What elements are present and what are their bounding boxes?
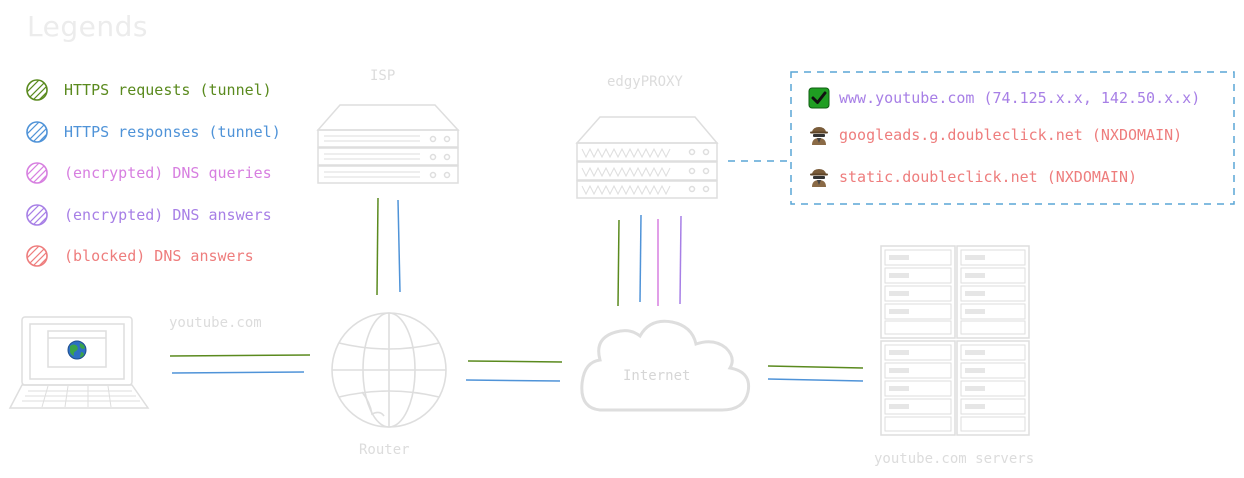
- router-internet-response-line: [465, 379, 561, 382]
- isp-server-icon: [316, 104, 460, 184]
- proxy-internet-request-line: [617, 219, 620, 307]
- dns-result-blocked: googleads.g.doubleclick.net (NXDOMAIN): [808, 123, 1182, 147]
- legend-label: HTTPS requests (tunnel): [64, 81, 272, 99]
- proxy-internet-dnsanswer-line: [679, 215, 682, 305]
- legend-item-https-requests: HTTPS requests (tunnel): [24, 77, 272, 103]
- laptop-site-label: youtube.com: [169, 315, 262, 331]
- dns-results-box: [790, 71, 1235, 205]
- legend-label: (blocked) DNS answers: [64, 247, 254, 265]
- internet-label: Internet: [623, 368, 691, 384]
- spy-icon: [810, 169, 828, 187]
- internet-servers-response-line: [767, 378, 864, 382]
- legend-label: (encrypted) DNS answers: [64, 206, 272, 224]
- servers-icon: [880, 245, 1030, 436]
- router-label: Router: [359, 442, 410, 458]
- laptop-router-response-line: [171, 371, 305, 374]
- legend-label: (encrypted) DNS queries: [64, 164, 272, 182]
- proxy-internet-response-line: [639, 214, 642, 303]
- legend-item-dns-queries: (encrypted) DNS queries: [24, 160, 272, 186]
- hatched-circle-icon: [26, 204, 48, 226]
- isp-label: ISP: [370, 68, 396, 84]
- hatched-circle-icon: [26, 245, 48, 267]
- legend-item-blocked-dns: (blocked) DNS answers: [24, 243, 254, 269]
- isp-router-response-line: [397, 199, 401, 293]
- legend-item-dns-answers: (encrypted) DNS answers: [24, 202, 272, 228]
- proxy-server-icon: [575, 116, 719, 199]
- proxy-label: edgyPROXY: [607, 74, 683, 90]
- internet-servers-request-line: [767, 365, 864, 369]
- router-globe-icon: [331, 312, 447, 428]
- legend-title: Legends: [27, 10, 148, 43]
- legend-label: HTTPS responses (tunnel): [64, 123, 281, 141]
- router-internet-request-line: [467, 360, 563, 363]
- cloud-icon: [580, 319, 751, 412]
- hatched-circle-icon: [26, 121, 48, 143]
- servers-label: youtube.com servers: [874, 451, 1035, 467]
- laptop-icon: [8, 316, 150, 409]
- connection-lines: [169, 197, 864, 382]
- laptop-router-request-line: [169, 354, 311, 357]
- globe-icon: [67, 340, 87, 360]
- legend-item-https-responses: HTTPS responses (tunnel): [24, 119, 281, 145]
- spy-icon: [810, 127, 828, 145]
- dns-result-text: www.youtube.com (74.125.x.x, 142.50.x.x): [839, 89, 1201, 107]
- dns-result-text: static.doubleclick.net (NXDOMAIN): [839, 168, 1138, 186]
- dns-result-text: googleads.g.doubleclick.net (NXDOMAIN): [839, 126, 1183, 144]
- checkmark-icon: [808, 87, 830, 109]
- dns-result-blocked: static.doubleclick.net (NXDOMAIN): [808, 165, 1137, 189]
- dns-result-allowed: www.youtube.com (74.125.x.x, 142.50.x.x): [808, 86, 1200, 110]
- hatched-circle-icon: [26, 162, 48, 184]
- hatched-circle-icon: [26, 79, 48, 101]
- isp-router-request-line: [376, 197, 379, 296]
